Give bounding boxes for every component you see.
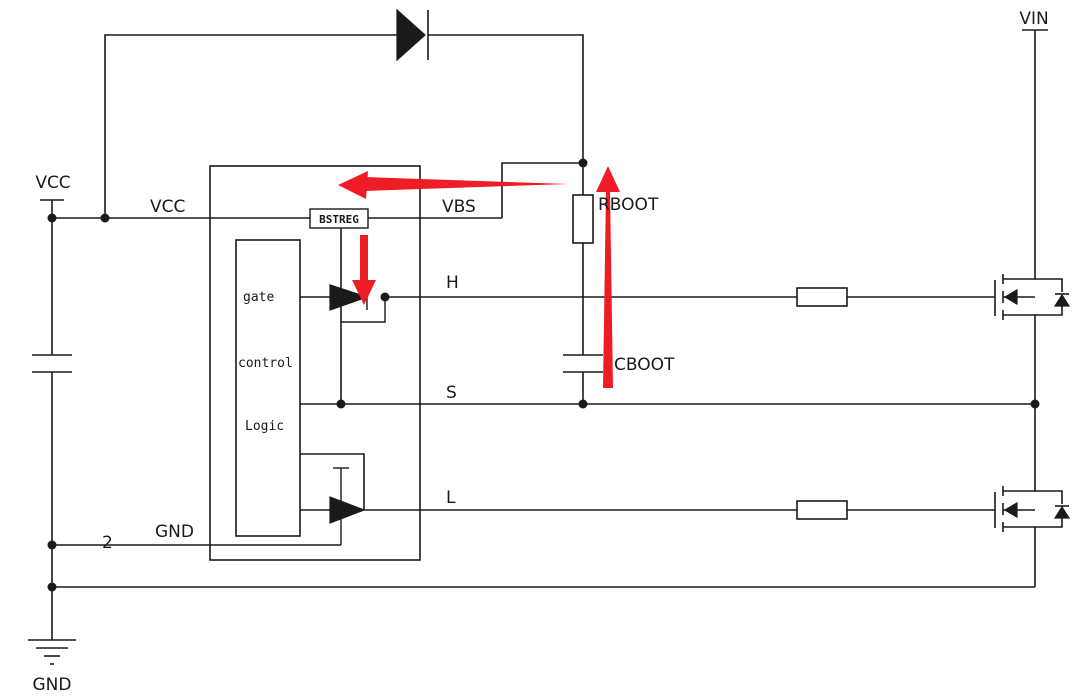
control-label: control <box>238 356 293 371</box>
vcc-capacitor <box>32 354 72 373</box>
red-arrows <box>338 166 620 388</box>
driver-ic-outline <box>209 165 421 561</box>
wires <box>51 30 1036 640</box>
junction-vcc-left <box>47 213 57 223</box>
junction-vbs <box>578 158 588 168</box>
junction-s-mosfet <box>1030 399 1040 409</box>
high-side-mosfet <box>994 274 1071 323</box>
low-side-driver <box>329 496 366 524</box>
junction-h <box>380 292 390 302</box>
low-gate-resistor <box>796 500 848 520</box>
h-label: H <box>446 273 459 293</box>
l-label: L <box>446 488 456 508</box>
logic-block <box>235 239 301 537</box>
junction-s-cboot <box>578 399 588 409</box>
vin-label: VIN <box>1019 9 1048 29</box>
junction-gnd <box>47 540 57 550</box>
ground-symbol <box>28 639 76 665</box>
junction-vcc <box>100 213 110 223</box>
vcc-supply-label: VCC <box>35 173 70 193</box>
low-side-mosfet <box>994 486 1071 536</box>
rboot-resistor <box>572 194 594 244</box>
gnd-net-label: GND <box>155 522 194 542</box>
rboot-label: RBOOT <box>598 195 659 215</box>
logic-label: Logic <box>245 419 284 434</box>
pin-2-label: 2 <box>102 533 113 553</box>
bstreg-label: BSTREG <box>319 213 359 226</box>
junction-s-chip <box>336 399 346 409</box>
gate-label: gate <box>243 290 274 305</box>
cboot-capacitor <box>563 354 603 373</box>
junctions <box>47 158 1040 592</box>
arrow-bstreg-down <box>352 235 376 305</box>
arrow-cboot-up <box>596 166 620 388</box>
junction-gnd-return <box>47 582 57 592</box>
s-label: S <box>446 383 457 403</box>
cboot-label: CBOOT <box>614 355 675 375</box>
bstreg-block: BSTREG <box>309 208 369 229</box>
vcc-net-label: VCC <box>150 197 185 217</box>
gnd-ground-label: GND <box>33 675 72 695</box>
labels: VIN VCC VCC VBS RBOOT CBOOT H S L GND 2 … <box>33 9 1049 695</box>
bootstrap-diode <box>396 8 429 62</box>
arrow-to-bstreg <box>338 171 568 199</box>
high-gate-resistor <box>796 287 848 307</box>
vbs-label: VBS <box>442 197 476 217</box>
